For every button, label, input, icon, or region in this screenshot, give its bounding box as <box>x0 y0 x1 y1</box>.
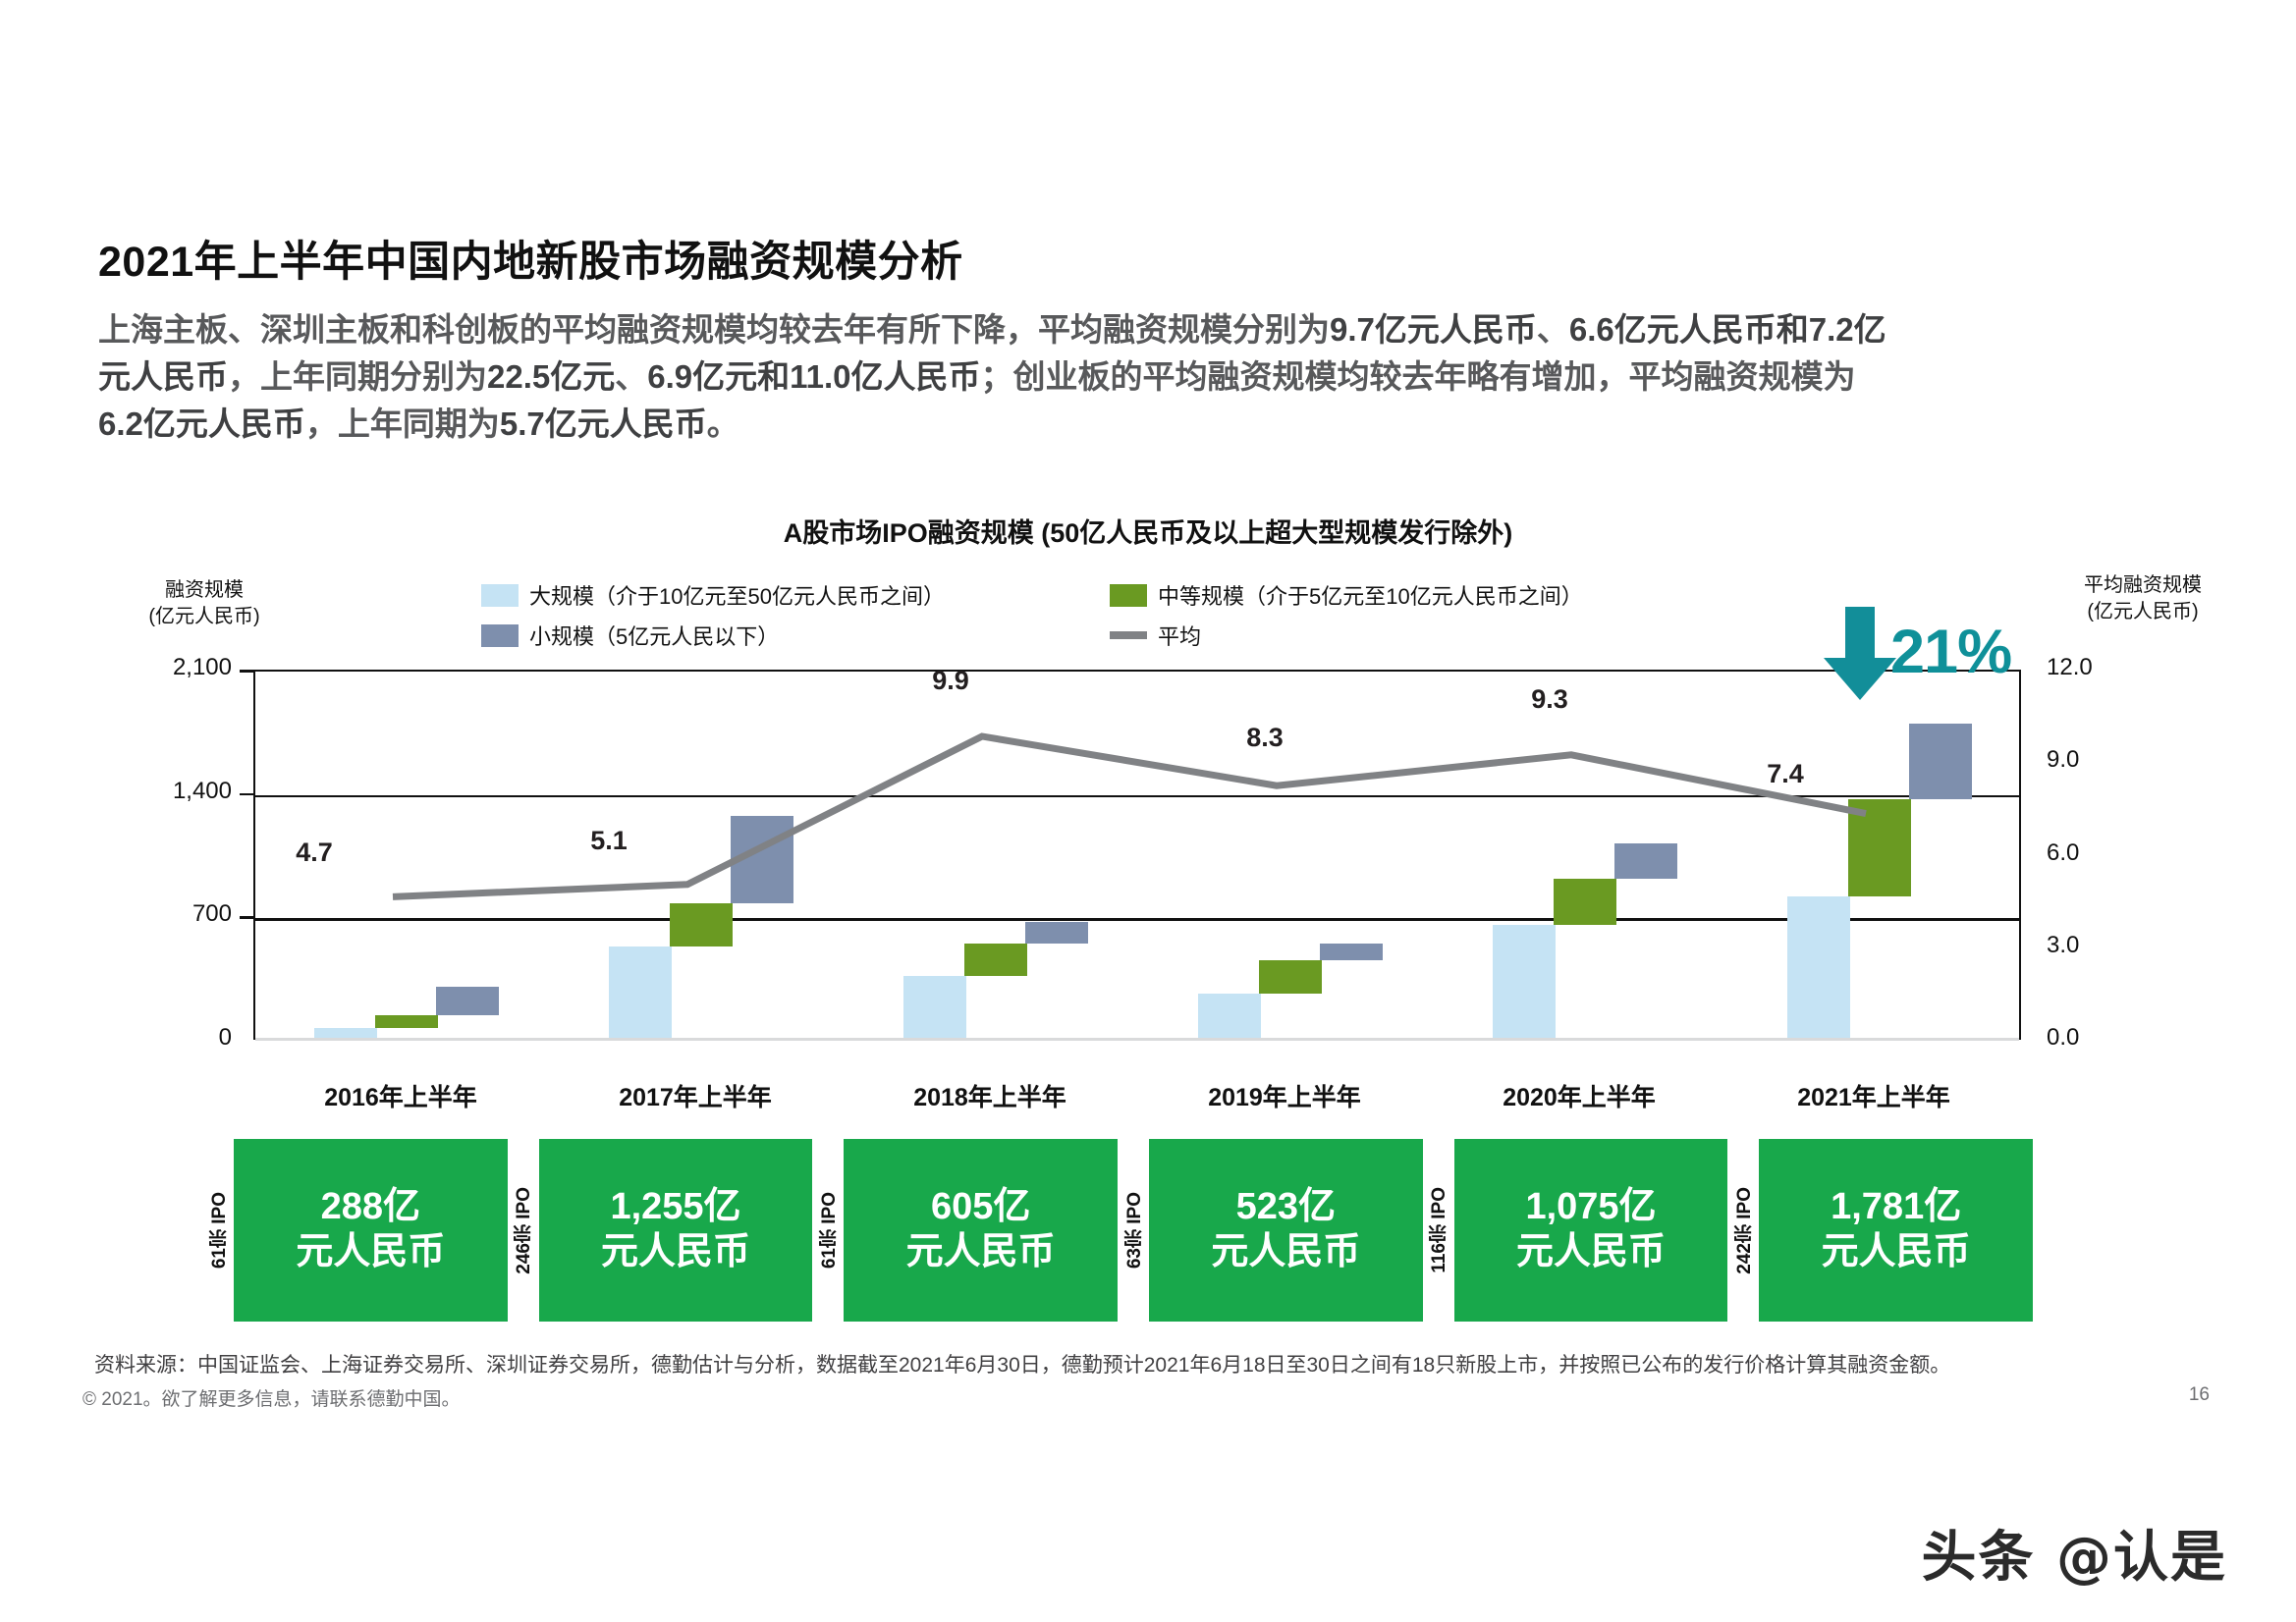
right-axis-caption: 平均融资规模 (亿元人民币) <box>2054 572 2231 625</box>
left-axis-tickmark <box>240 670 253 673</box>
total-card-amount: 288亿 <box>320 1186 421 1227</box>
page-title: 2021年上半年中国内地新股市场融资规模分析 <box>98 239 963 286</box>
left-axis-tick-label: 2,100 <box>172 654 232 680</box>
total-card-amount: 1,255亿 <box>610 1186 741 1227</box>
bar-segment <box>670 902 733 946</box>
average-value-label: 7.4 <box>1767 758 1804 788</box>
left-axis-tick-label: 0 <box>218 1024 232 1051</box>
legend-large-label: 大规模（介于10亿元至50亿元人民币之间） <box>529 584 945 609</box>
total-card: 1,075亿元人民币 <box>1453 1139 1728 1322</box>
gridline <box>255 794 2019 798</box>
x-axis-label: 2017年上半年 <box>619 1084 772 1111</box>
left-axis-tickmark <box>240 792 253 796</box>
ipo-count-label: 61宗 IPO <box>208 1191 230 1270</box>
x-axis-label: 2021年上半年 <box>1797 1084 1950 1111</box>
x-axis-label: 2016年上半年 <box>324 1084 477 1111</box>
total-card-amount: 605亿 <box>930 1186 1031 1227</box>
watermark: 头条 @认是 <box>1921 1526 2227 1590</box>
right-axis-tick-label: 0.0 <box>2047 1024 2080 1051</box>
right-axis-tick-label: 9.0 <box>2047 746 2080 774</box>
total-card-currency: 元人民币 <box>1515 1231 1666 1272</box>
bar-segment <box>1554 878 1616 926</box>
x-axis-label: 2019年上半年 <box>1208 1084 1361 1111</box>
ipo-count-label: 61宗 IPO <box>818 1191 840 1270</box>
right-axis-tick-label: 6.0 <box>2047 838 2080 866</box>
total-card: 1,781亿元人民币 <box>1759 1139 2033 1322</box>
bar-segment <box>1787 896 1850 1038</box>
right-axis-tick-label: 12.0 <box>2047 654 2093 680</box>
total-card-currency: 元人民币 <box>905 1231 1056 1272</box>
total-card-currency: 元人民币 <box>600 1231 750 1272</box>
legend-large[interactable]: 大规模（介于10亿元至50亿元人民币之间） <box>481 579 1110 611</box>
average-line <box>392 732 1867 900</box>
chart-plot-area <box>253 670 2021 1041</box>
left-axis-caption: 融资规模 (亿元人民币) <box>126 577 283 630</box>
legend-medium-label: 中等规模（介于5亿元至10亿元人民币之间） <box>1158 584 1583 609</box>
bar-segment <box>1614 842 1677 879</box>
ipo-count-label: 63宗 IPO <box>1123 1191 1145 1270</box>
legend-medium[interactable]: 中等规模（介于5亿元至10亿元人民币之间） <box>1110 579 1583 611</box>
ipo-count-label: 242宗 IPO <box>1733 1186 1755 1274</box>
total-card-currency: 元人民币 <box>1821 1231 1971 1272</box>
left-axis-caption-line2: (亿元人民币) <box>148 606 260 627</box>
source-note: 资料来源：中国证监会、上海证券交易所、深圳证券交易所，德勤估计与分析，数据截至2… <box>94 1354 1951 1377</box>
legend-average-label: 平均 <box>1158 624 1202 649</box>
average-value-label: 9.9 <box>932 665 969 695</box>
drop-percentage-label: 21% <box>1890 618 2012 686</box>
decrease-arrow-icon <box>1822 607 1898 706</box>
bar-segment <box>436 987 499 1015</box>
average-value-label: 8.3 <box>1246 723 1284 753</box>
bar-segment <box>314 1028 377 1038</box>
legend-medium-swatch-icon <box>1110 583 1147 607</box>
bar-segment <box>1320 943 1383 961</box>
bar-segment <box>1198 994 1261 1038</box>
ipo-count-label: 246宗 IPO <box>514 1186 535 1274</box>
x-axis-label: 2018年上半年 <box>913 1084 1066 1111</box>
legend-average-swatch-icon <box>1110 631 1147 639</box>
gridline <box>255 918 2019 921</box>
left-axis-tickmark <box>240 916 253 919</box>
total-card: 288亿元人民币 <box>234 1139 508 1322</box>
total-card-amount: 1,781亿 <box>1831 1186 1962 1227</box>
left-axis-caption-line1: 融资规模 <box>165 579 244 601</box>
right-axis-caption-line2: (亿元人民币) <box>2087 601 2199 622</box>
chart-title: A股市场IPO融资规模 (50亿人民币及以上超大型规模发行除外) <box>783 518 1513 548</box>
legend-small-label: 小规模（5亿元人民以下） <box>529 624 780 649</box>
chart-legend: 大规模（介于10亿元至50亿元人民币之间） 中等规模（介于5亿元至10亿元人民币之… <box>481 579 1876 660</box>
bar-segment <box>1025 921 1088 944</box>
page-subtitle: 上海主板、深圳主板和科创板的平均融资规模均较去年有所下降，平均融资规模分别为9.… <box>98 311 1886 442</box>
ipo-count-label: 116宗 IPO <box>1429 1187 1450 1273</box>
total-card-currency: 元人民币 <box>1211 1231 1361 1272</box>
bar-segment <box>609 946 672 1038</box>
total-card-amount: 1,075亿 <box>1525 1186 1657 1227</box>
total-card-amount: 523亿 <box>1235 1186 1337 1227</box>
legend-small-swatch-icon <box>481 623 519 647</box>
x-axis-label: 2020年上半年 <box>1503 1084 1656 1111</box>
total-card: 605亿元人民币 <box>844 1139 1118 1322</box>
average-value-label: 4.7 <box>296 838 333 868</box>
legend-large-swatch-icon <box>481 583 519 607</box>
average-value-label: 9.3 <box>1531 683 1568 714</box>
left-axis-tick-label: 1,400 <box>172 777 232 804</box>
bar-segment <box>1493 925 1556 1038</box>
right-axis-caption-line1: 平均融资规模 <box>2084 574 2202 596</box>
bar-segment <box>903 976 966 1038</box>
total-card-currency: 元人民币 <box>296 1231 446 1272</box>
right-axis-tick-label: 3.0 <box>2047 931 2080 958</box>
bar-segment <box>1259 960 1322 995</box>
copyright-note: © 2021。欲了解更多信息，请联系德勤中国。 <box>82 1389 461 1410</box>
legend-small[interactable]: 小规模（5亿元人民以下） <box>481 620 1110 651</box>
total-card: 1,255亿元人民币 <box>538 1139 813 1322</box>
bar-segment <box>964 943 1027 977</box>
bar-segment <box>1909 723 1972 799</box>
page-number: 16 <box>2188 1384 2210 1405</box>
total-card: 523亿元人民币 <box>1149 1139 1423 1322</box>
legend-average[interactable]: 平均 <box>1110 620 1201 651</box>
left-axis-tick-label: 700 <box>191 900 232 928</box>
plot-baseline <box>255 1038 2019 1041</box>
bar-segment <box>375 1014 438 1029</box>
average-value-label: 5.1 <box>590 825 628 855</box>
